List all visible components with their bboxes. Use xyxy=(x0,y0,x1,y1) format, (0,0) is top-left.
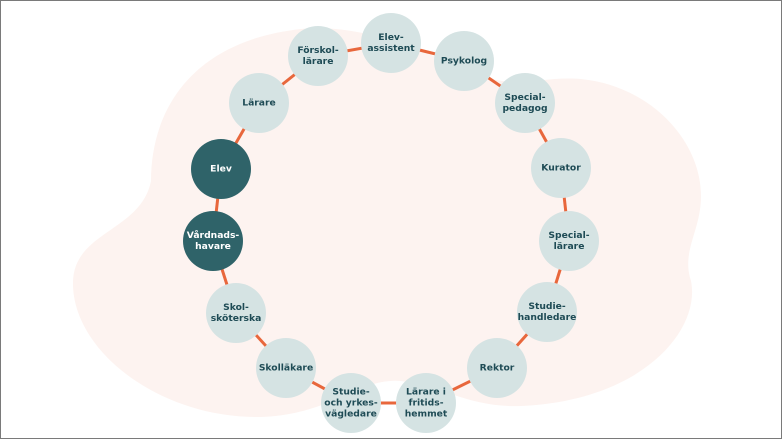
node-specialpedagog: Special-pedagog xyxy=(495,73,555,133)
node-forskollarare: Förskol-lärare xyxy=(288,26,348,86)
node-larare: Lärare xyxy=(229,73,289,133)
node-studiehandledare: Studie-handledare xyxy=(517,282,577,342)
node-circle xyxy=(183,211,243,271)
node-label: sköterska xyxy=(211,313,262,324)
node-label: Studie- xyxy=(332,387,370,398)
node-skolskoterska: Skol-sköterska xyxy=(206,283,266,343)
node-label: och yrkes- xyxy=(324,398,378,409)
node-circle xyxy=(434,31,494,91)
background-blob xyxy=(72,28,701,418)
node-circle xyxy=(396,373,456,433)
node-psykolog: Psykolog xyxy=(434,31,494,91)
node-label: lärare xyxy=(303,56,334,67)
node-circle xyxy=(495,73,555,133)
node-label: fritids- xyxy=(408,398,443,409)
node-label: pedagog xyxy=(502,103,547,114)
node-label: havare xyxy=(195,241,231,252)
node-circle xyxy=(191,139,251,199)
node-label: Lärare i xyxy=(406,387,446,398)
node-label: Lärare xyxy=(242,98,276,109)
node-circle xyxy=(229,73,289,133)
node-circle xyxy=(321,373,381,433)
node-circle xyxy=(206,283,266,343)
node-vardnadshavare: Vårdnads-havare xyxy=(183,211,243,271)
node-label: assistent xyxy=(367,43,415,54)
node-label: Vårdnads- xyxy=(187,230,240,241)
node-label: lärare xyxy=(554,241,585,252)
node-rektor: Rektor xyxy=(467,338,527,398)
node-label: Studie- xyxy=(528,301,566,312)
node-syv: Studie-och yrkes-vägledare xyxy=(321,373,381,433)
node-label: Special- xyxy=(504,92,545,103)
node-label: Psykolog xyxy=(441,56,487,67)
node-label: Special- xyxy=(548,230,589,241)
node-label: Kurator xyxy=(541,163,581,174)
node-label: vägledare xyxy=(325,409,377,420)
node-circle xyxy=(467,338,527,398)
node-label: Elev xyxy=(210,164,232,175)
node-label: Förskol- xyxy=(297,45,339,56)
node-circle xyxy=(288,26,348,86)
node-circle xyxy=(531,138,591,198)
node-kurator: Kurator xyxy=(531,138,591,198)
node-speciallarare: Special-lärare xyxy=(539,211,599,271)
diagram-nodes: Elev-assistentPsykologSpecial-pedagogKur… xyxy=(183,13,599,433)
node-circle xyxy=(256,338,316,398)
node-label: Rektor xyxy=(480,363,515,374)
node-circle xyxy=(517,282,577,342)
node-circle xyxy=(361,13,421,73)
node-label: Elev- xyxy=(378,32,404,43)
node-skollakare: Skolläkare xyxy=(256,338,316,398)
node-elev: Elev xyxy=(191,139,251,199)
node-label: hemmet xyxy=(405,409,448,420)
node-label: handledare xyxy=(518,312,577,323)
node-label: Skol- xyxy=(223,302,249,313)
node-circle xyxy=(539,211,599,271)
node-elevassistent: Elev-assistent xyxy=(361,13,421,73)
node-label: Skolläkare xyxy=(259,363,313,374)
